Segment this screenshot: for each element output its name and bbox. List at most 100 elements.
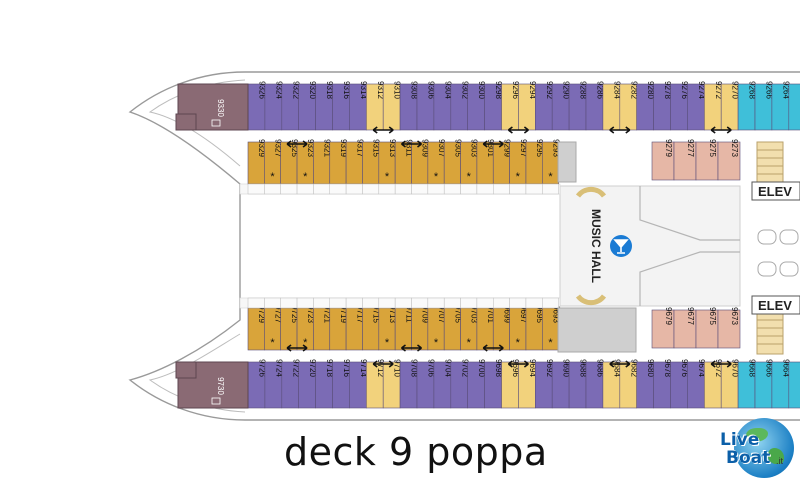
cabin[interactable]: 9668	[737, 359, 757, 409]
cabin[interactable]: 9690	[551, 359, 571, 409]
cabin[interactable]: 9726	[247, 359, 266, 409]
cabin[interactable]: 9717	[345, 305, 364, 351]
cabin[interactable]: 9718	[315, 359, 334, 409]
cabin[interactable]: 9692	[534, 359, 554, 409]
cabin[interactable]: 9312	[365, 81, 385, 131]
cabin[interactable]: 9674	[687, 359, 706, 409]
cabin[interactable]: 9677	[673, 307, 697, 349]
cabin[interactable]: 9706	[416, 359, 435, 409]
cabin[interactable]: 9318	[315, 81, 334, 131]
cabin[interactable]: 9680	[636, 359, 655, 409]
cabin[interactable]: 9724	[264, 359, 283, 409]
cabin[interactable]: 9704	[433, 359, 452, 409]
cabin[interactable]: 9722	[281, 359, 300, 409]
cabin-number: 9705	[453, 305, 462, 323]
cabin[interactable]: 9711	[394, 305, 413, 351]
cabin[interactable]: 9296	[501, 81, 520, 131]
cabin[interactable]: 9299	[492, 139, 511, 185]
balcony	[493, 297, 510, 309]
cabin[interactable]: 9673	[717, 307, 741, 349]
cabin[interactable]: 9270	[720, 81, 740, 131]
cabin[interactable]: 9694	[518, 359, 537, 409]
cabin[interactable]: 9278	[653, 81, 672, 131]
cabin[interactable]: 9309	[411, 139, 430, 185]
cabin[interactable]: 9306	[416, 81, 435, 131]
cabin[interactable]: 9315	[362, 139, 381, 185]
cabin[interactable]: 9280	[636, 81, 655, 131]
bath-icon	[211, 397, 221, 405]
cabin[interactable]: 9321	[313, 139, 332, 185]
cabin[interactable]: 9320	[298, 81, 317, 131]
cabin[interactable]: 9302	[450, 81, 469, 131]
cabin[interactable]: 9295	[525, 139, 544, 185]
cabin[interactable]: 9698	[484, 359, 503, 409]
cabin[interactable]: 9274	[687, 81, 706, 131]
cabin[interactable]: 9300	[467, 81, 486, 131]
cabin[interactable]: 9316	[332, 81, 351, 131]
cabin[interactable]: 9688	[568, 359, 588, 409]
cabin[interactable]: 9272	[703, 81, 723, 131]
cabin[interactable]: 9705	[443, 305, 462, 351]
accessible-mark-icon: *	[434, 171, 439, 183]
cabin[interactable]: 9709	[411, 305, 430, 351]
cabin[interactable]: 9686	[585, 359, 604, 409]
cabin[interactable]: 9324	[264, 81, 283, 131]
cabin[interactable]: 9710	[382, 359, 402, 409]
cabin[interactable]: 9708	[399, 359, 419, 409]
cabin[interactable]: 9720	[298, 359, 317, 409]
cabin[interactable]: 9284	[602, 81, 621, 131]
cabin[interactable]: 9662	[788, 359, 800, 409]
cabin[interactable]: 9268	[737, 81, 757, 131]
cabin[interactable]: 9678	[653, 359, 672, 409]
cabin-number: 9301	[486, 139, 495, 157]
cabin[interactable]: 9725	[280, 305, 299, 351]
cabin[interactable]: 9702	[450, 359, 469, 409]
cabin[interactable]: 9699	[492, 305, 511, 351]
cabin[interactable]: 9276	[670, 81, 689, 131]
cabin[interactable]: 9279	[651, 139, 675, 181]
cabin[interactable]: 9719	[329, 305, 348, 351]
cabin[interactable]: 9314	[349, 81, 368, 131]
suite-cabin[interactable]: 9330	[175, 83, 249, 131]
cabin[interactable]: 9288	[568, 81, 588, 131]
cabin[interactable]: 9701	[476, 305, 495, 351]
cabin[interactable]: 9273	[717, 139, 741, 181]
cabin[interactable]: 9695	[525, 305, 544, 351]
cabin[interactable]: 9682	[619, 359, 638, 409]
suite-cabin[interactable]: 9730	[175, 361, 249, 409]
cabin[interactable]: 9298	[484, 81, 503, 131]
cabin[interactable]: 9319	[329, 139, 348, 185]
cabin[interactable]: 9679	[651, 307, 675, 349]
cabin[interactable]: 9282	[619, 81, 638, 131]
cabin[interactable]: 9670	[720, 359, 740, 409]
cabin[interactable]: 9262	[788, 81, 800, 131]
cabin[interactable]: 9666	[754, 359, 773, 409]
cabin[interactable]: 9675	[695, 307, 719, 349]
cabin[interactable]: 9716	[332, 359, 351, 409]
liveboat-logo[interactable]: Live Boat .it	[716, 408, 800, 488]
cabin[interactable]: 9310	[382, 81, 402, 131]
cabin[interactable]: 9721	[313, 305, 332, 351]
cabin[interactable]: 9275	[695, 139, 719, 181]
music-hall[interactable]: MUSIC HALL	[589, 209, 632, 283]
cabin[interactable]: 9264	[771, 81, 790, 131]
cabin[interactable]: 9266	[754, 81, 773, 131]
cabin[interactable]: 9277	[673, 139, 697, 181]
cabin[interactable]: 9714	[349, 359, 368, 409]
cabin[interactable]: 9322	[281, 81, 300, 131]
cabin[interactable]: 9326	[247, 81, 266, 131]
cabin[interactable]: 9729	[247, 305, 266, 351]
cabin[interactable]: 9290	[551, 81, 571, 131]
cabin[interactable]: 9664	[771, 359, 790, 409]
cabin[interactable]: 9329	[247, 139, 266, 185]
cabin[interactable]: 9676	[670, 359, 689, 409]
cabin[interactable]: 9700	[467, 359, 486, 409]
cabin[interactable]: 9317	[345, 139, 364, 185]
cabin[interactable]: 9305	[443, 139, 462, 185]
cabin[interactable]: 9292	[534, 81, 554, 131]
cabin[interactable]: 9308	[399, 81, 419, 131]
cabin[interactable]: 9294	[518, 81, 537, 131]
cabin[interactable]: 9715	[362, 305, 381, 351]
cabin[interactable]: 9286	[585, 81, 604, 131]
cabin[interactable]: 9304	[433, 81, 452, 131]
